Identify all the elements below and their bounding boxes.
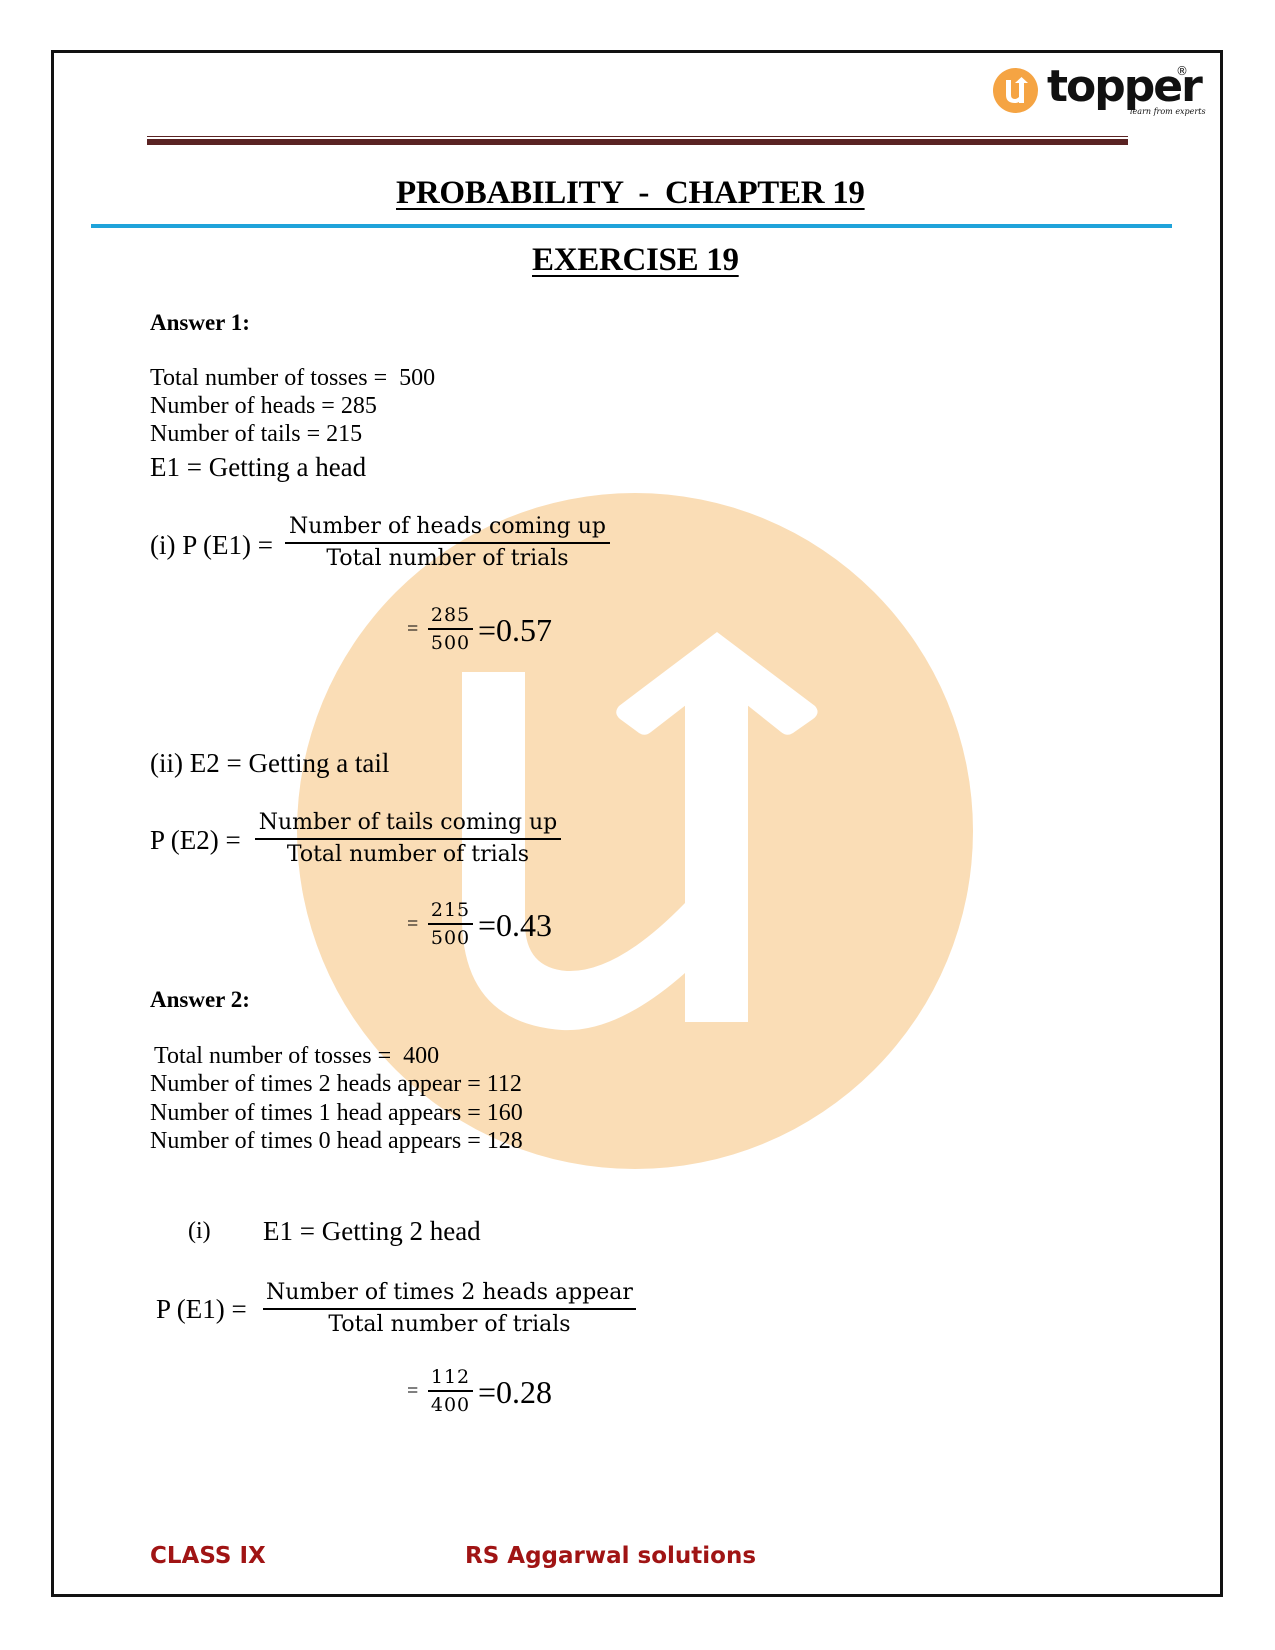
- fraction-numerator: Number of tails coming up: [258, 810, 558, 835]
- probability-lhs: P (E1) =: [156, 1294, 247, 1324]
- fraction-numerator: Number of heads coming up: [289, 514, 606, 539]
- probability-fraction: Number of tails coming up Total number o…: [255, 808, 561, 870]
- equals-sign: =: [407, 1380, 419, 1402]
- fraction-bar: [428, 923, 473, 925]
- probability-result: =0.43: [478, 907, 553, 943]
- given-line: Number of times 2 heads appear = 112: [150, 1071, 522, 1097]
- fraction-bar: [285, 542, 610, 544]
- footer-book-label: RS Aggarwal solutions: [465, 1543, 757, 1569]
- u-arrow-watermark-icon: [297, 493, 973, 1169]
- logo-brand-text: topper: [1047, 61, 1203, 112]
- top-rule: [147, 139, 1128, 145]
- probability-fraction: Number of heads coming up Total number o…: [285, 512, 610, 574]
- logo-tagline: learn from experts: [1130, 107, 1206, 116]
- top-rule-thin: [147, 136, 1128, 137]
- fraction-denominator: Total number of trials: [326, 546, 569, 571]
- given-line: Total number of tosses = 400: [154, 1043, 440, 1069]
- part-label: (i): [188, 1218, 211, 1244]
- fraction-bar: [263, 1308, 636, 1310]
- fraction-bar: [428, 1390, 473, 1392]
- blue-rule: [91, 224, 1172, 228]
- fraction-numerator: 112: [430, 1366, 471, 1388]
- fraction-denominator: 500: [430, 927, 471, 949]
- fraction-denominator: Total number of trials: [286, 842, 530, 867]
- probability-fraction: Number of times 2 heads appear Total num…: [263, 1278, 636, 1340]
- fraction-numerator: 285: [430, 604, 471, 626]
- probability-result: =0.57: [478, 612, 553, 648]
- fraction-bar: [428, 628, 473, 630]
- fraction-numerator: 215: [430, 899, 471, 921]
- u-arrow-logo-icon: [993, 68, 1038, 113]
- event-definition: E1 = Getting 2 head: [263, 1216, 481, 1246]
- probability-lhs: P (E2) =: [150, 825, 241, 855]
- footer-class-label: CLASS IX: [150, 1543, 266, 1569]
- given-line: Total number of tosses = 500: [150, 365, 436, 391]
- event-definition: (ii) E2 = Getting a tail: [150, 748, 390, 778]
- equals-sign: =: [407, 913, 419, 935]
- chapter-title: PROBABILITY - CHAPTER 19: [396, 175, 865, 211]
- probability-result: =0.28: [478, 1374, 553, 1410]
- answer-2-heading: Answer 2:: [150, 987, 250, 1012]
- answer-1-heading: Answer 1:: [150, 310, 250, 335]
- fraction-denominator: Total number of trials: [328, 1312, 571, 1337]
- registered-mark: ®: [1176, 64, 1188, 78]
- value-fraction: 285 500: [428, 602, 473, 656]
- fraction-denominator: 500: [430, 632, 471, 654]
- value-fraction: 112 400: [428, 1364, 473, 1418]
- fraction-numerator: Number of times 2 heads appear: [266, 1280, 633, 1305]
- probability-lhs: (i) P (E1) =: [150, 530, 273, 560]
- event-definition: E1 = Getting a head: [150, 452, 367, 482]
- given-line: Number of times 1 head appears = 160: [150, 1100, 523, 1126]
- fraction-bar: [255, 838, 561, 840]
- page-border: [51, 50, 1223, 1597]
- given-line: Number of tails = 215: [150, 421, 363, 447]
- value-fraction: 215 500: [428, 897, 473, 951]
- given-line: Number of times 0 head appears = 128: [150, 1128, 523, 1154]
- given-line: Number of heads = 285: [150, 393, 377, 419]
- equals-sign: =: [407, 618, 419, 640]
- fraction-denominator: 400: [430, 1394, 471, 1416]
- exercise-title: EXERCISE 19: [532, 242, 739, 278]
